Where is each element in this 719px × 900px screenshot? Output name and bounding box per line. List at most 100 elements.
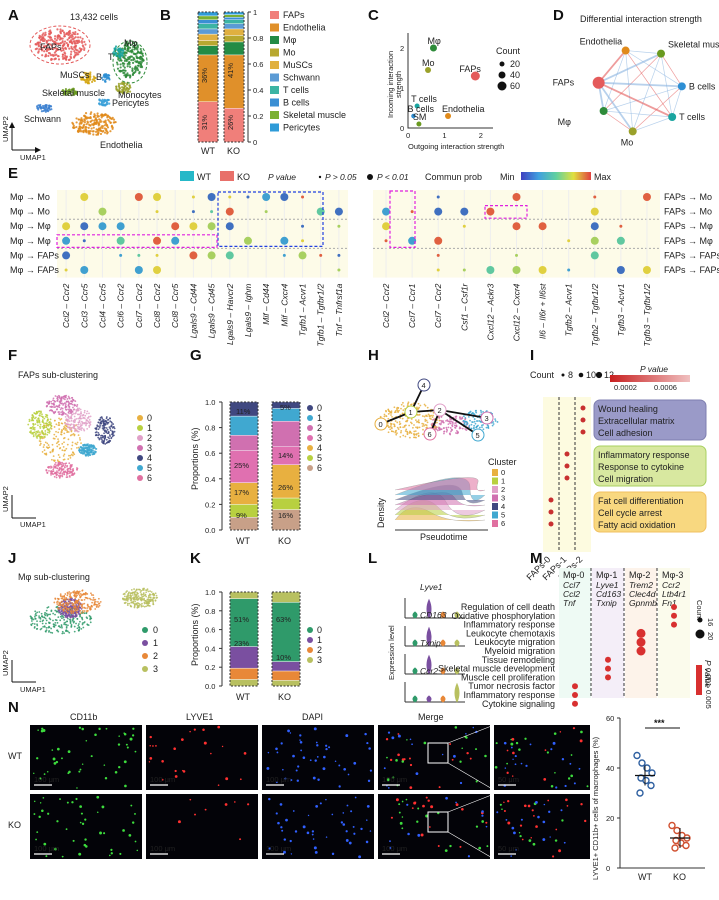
f-cluster-1-dot xyxy=(32,422,34,425)
umap-cluster-skeletalmuscle-dot xyxy=(70,88,73,91)
n-cell-signal xyxy=(177,820,181,824)
n-cell-signal xyxy=(387,731,391,734)
j-cluster-2-dot xyxy=(79,609,82,612)
n-cell-signal xyxy=(518,832,521,834)
f-cluster-2-dot xyxy=(74,430,76,433)
j-cluster-0-dot xyxy=(34,612,37,615)
f-cluster-0-dot xyxy=(77,446,80,449)
m-header-1: Mφ-1 xyxy=(596,570,617,580)
n-cell-signal xyxy=(521,838,524,841)
f-cluster-3-dot xyxy=(71,403,74,406)
umap-cluster-faps-dot xyxy=(50,53,53,57)
j-axes xyxy=(11,660,36,683)
h-traj-main-dot xyxy=(419,404,422,407)
f-cluster-1-dot xyxy=(31,418,34,420)
f-cluster-2-dot xyxy=(85,423,88,425)
j-legend-label-2: 2 xyxy=(153,651,158,661)
umap-cluster-t-dot xyxy=(121,48,125,52)
umap-cluster-faps-dot xyxy=(60,49,63,52)
m-pvalue-title: P value xyxy=(703,660,713,688)
scatter-point-1 xyxy=(425,67,432,73)
umap-cluster-m-dot xyxy=(130,59,133,62)
j-cluster-1-dot xyxy=(59,611,62,614)
umap-cluster-endothelia-dot xyxy=(100,116,103,119)
n-cell-signal xyxy=(340,821,344,824)
f-cluster-4-dot xyxy=(96,424,99,427)
j-title: Mφ sub-clustering xyxy=(18,572,90,582)
h-traj-main-dot xyxy=(421,433,424,436)
m-col-bg-0 xyxy=(559,568,591,698)
n-cell-signal xyxy=(247,803,250,806)
n-cell-signal xyxy=(395,798,399,802)
f-cluster-4-dot xyxy=(107,436,109,439)
network-edge xyxy=(632,116,673,132)
j-cluster-2-dot xyxy=(65,597,68,599)
network-edge xyxy=(671,86,683,118)
n-cell-signal xyxy=(342,823,346,826)
f-cluster-2-dot xyxy=(79,408,82,411)
j-cluster-2-dot xyxy=(94,608,97,610)
h-traj-main-dot xyxy=(395,433,398,436)
f-cluster-6-dot xyxy=(64,462,66,465)
umap-label-0: FAPs xyxy=(40,42,62,52)
umap-cluster-schwann-dot xyxy=(41,106,44,109)
i-count-dot-1 xyxy=(578,372,584,378)
f-cluster-0-dot xyxy=(60,429,63,431)
n-cell-signal xyxy=(104,776,108,780)
n-scale-label: 100 μm xyxy=(34,844,59,853)
f-cluster-1-dot xyxy=(40,411,42,414)
network-edge xyxy=(625,50,673,118)
j-cluster-3-dot xyxy=(132,596,135,599)
g-tick-label-4: 0.8 xyxy=(205,424,215,433)
h-traj-branch-dot xyxy=(442,421,445,424)
j-cluster-0-dot xyxy=(79,620,81,623)
j-cluster-2-dot xyxy=(70,592,72,594)
f-cluster-0-dot xyxy=(70,448,73,450)
n-cell-signal xyxy=(365,840,369,844)
k-seg-0-1 xyxy=(229,667,259,680)
umap-x-axis: UMAP1 xyxy=(20,153,46,162)
j-legend-dot-1 xyxy=(142,640,148,646)
l-gene-3: Ccr2 xyxy=(420,666,438,676)
n-cell-signal xyxy=(134,840,137,843)
umap-cluster-muscs-dot xyxy=(92,75,95,78)
f-cluster-0-dot xyxy=(78,437,81,439)
h-traj-branch-dot xyxy=(448,422,451,424)
f-cluster-3-dot xyxy=(74,404,77,407)
umap-cluster-m-dot xyxy=(132,41,135,45)
f-cluster-2-dot xyxy=(68,423,71,426)
j-cluster-0-dot xyxy=(48,631,50,633)
h-traj-main-dot xyxy=(417,402,420,405)
e-left-dot xyxy=(155,253,159,257)
umap-cluster-endothelia-dot xyxy=(72,124,75,127)
j-cluster-3-dot xyxy=(125,598,128,601)
h-traj-branch-dot xyxy=(454,426,456,429)
umap-cluster-faps-dot xyxy=(73,42,77,45)
j-cluster-2-dot xyxy=(71,604,74,607)
e-left-bg xyxy=(57,190,348,278)
f-cluster-1-dot xyxy=(43,417,46,420)
h-traj-right-dot xyxy=(466,422,469,425)
e-left-dot xyxy=(225,251,234,260)
n-cell-signal xyxy=(551,855,555,858)
g-legend-dot-0 xyxy=(307,405,313,411)
n-cell-signal xyxy=(83,843,87,847)
m-header-gene-3-1: Ltb4r1 xyxy=(662,589,686,599)
e-left-dot xyxy=(134,266,143,274)
f-cluster-5-dot xyxy=(87,444,90,447)
n-cell-signal xyxy=(525,764,528,767)
umap-cluster-endothelia-dot xyxy=(103,124,107,127)
umap-cluster-faps-dot xyxy=(57,42,60,45)
f-cluster-4-dot xyxy=(100,420,103,423)
n-cell-signal xyxy=(61,855,64,858)
umap-cluster-faps xyxy=(34,28,87,62)
j-cluster-2-dot xyxy=(92,599,94,601)
f-cluster-3-dot xyxy=(48,409,51,412)
j-cluster-2-dot xyxy=(75,595,78,598)
j-cluster-2-dot xyxy=(72,591,75,593)
f-cluster-1-dot xyxy=(34,434,37,436)
f-cluster-0-dot xyxy=(50,458,53,461)
n-cell-signal xyxy=(506,762,508,765)
umap-cluster-endothelia-dot xyxy=(77,118,81,121)
j-cluster-3-dot xyxy=(152,592,154,595)
